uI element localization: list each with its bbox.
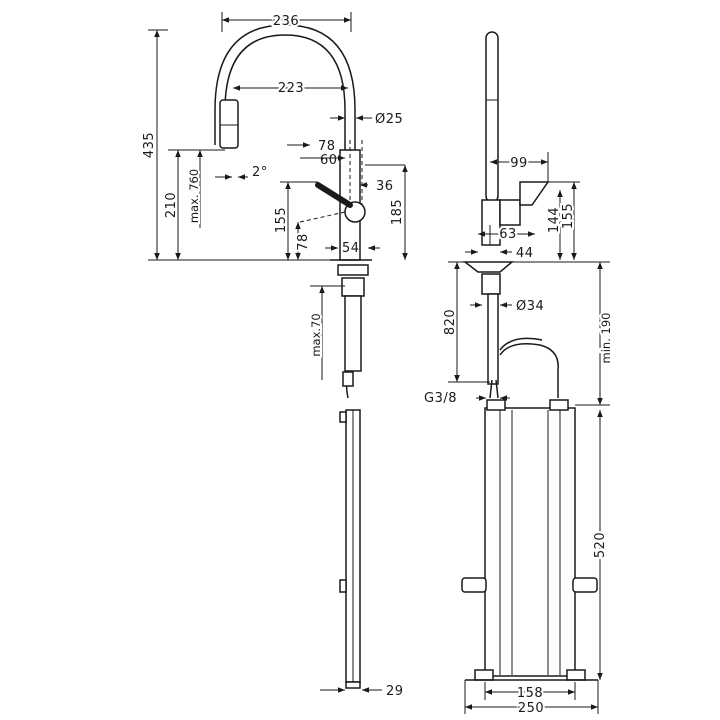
dim-box-outer-width: 250 [518, 701, 544, 716]
counterweight-box [484, 407, 576, 677]
dim-total-height: 435 [142, 132, 157, 158]
dim-spout-reach: 223 [278, 81, 304, 96]
dim-hose-min: min. 190 [599, 313, 613, 364]
dim-connection: G3/8 [424, 391, 457, 406]
dim-spray-height: 210 [164, 192, 179, 218]
dim-base-diameter: 54 [342, 241, 360, 256]
dim-spray-pull: max. 760 [187, 169, 201, 223]
front-view: 236 223 435 210 max. 760 2° 78 60 36 15 [140, 12, 408, 699]
dim-lever-height: 185 [390, 199, 405, 225]
spout-outline [224, 34, 346, 260]
lever [315, 182, 353, 208]
spray-head [219, 99, 239, 149]
side-hose [499, 343, 559, 398]
side-spout [485, 31, 499, 203]
dim-handle-height-low: 78 [296, 233, 311, 251]
dim-lever-offset-a: 78 [318, 139, 336, 154]
dim-lever-height-b: 155 [561, 203, 576, 229]
dim-handle-height: 155 [274, 207, 289, 233]
dim-spout-width: 236 [273, 14, 299, 29]
dim-box-height: 520 [593, 532, 608, 558]
dim-lever-offset-b: 60 [320, 153, 338, 168]
dim-shank-length: max.70 [309, 313, 323, 356]
side-lever [499, 199, 521, 226]
dim-lever-reach: 99 [510, 156, 528, 171]
dim-base-a: 63 [499, 227, 517, 242]
dim-base-b: 44 [516, 246, 534, 261]
dim-box-inner-width: 158 [517, 686, 543, 701]
dim-lever-offset-c: 36 [376, 179, 394, 194]
side-view: Ø25 99 144 155 63 44 Ø34 820 G3/8 [330, 31, 615, 718]
dim-spray-angle: 2° [252, 165, 268, 180]
dim-shank-depth: 820 [443, 309, 458, 335]
dim-spout-diameter: Ø25 [375, 112, 403, 127]
dim-mount-hole: Ø34 [516, 299, 544, 314]
dim-lever-height-a: 144 [547, 207, 562, 233]
dim-hose-width: 29 [386, 684, 404, 699]
